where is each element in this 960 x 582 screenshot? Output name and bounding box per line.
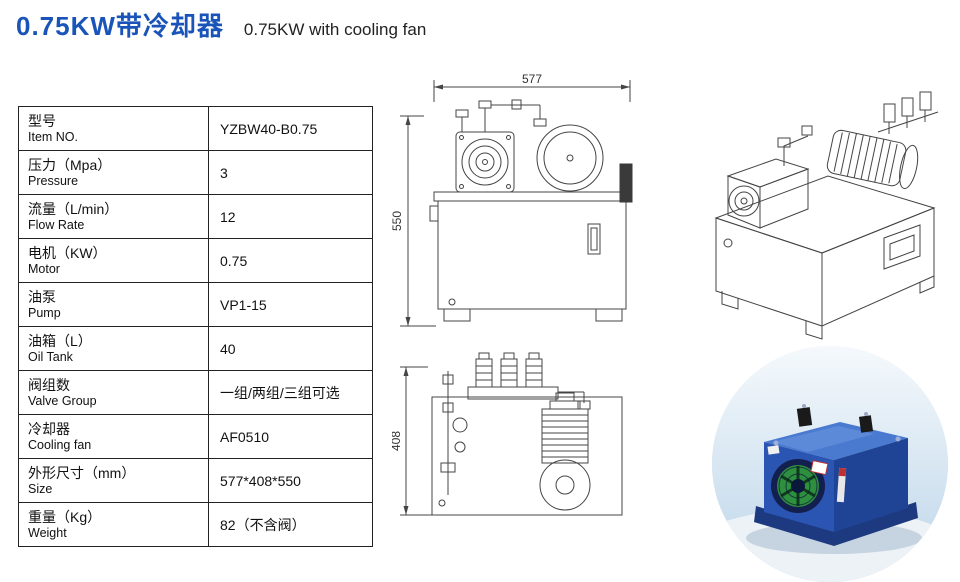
spec-label-en: Flow Rate	[28, 218, 85, 233]
spec-value: 0.75	[208, 238, 373, 283]
spec-value: 577*408*550	[208, 458, 373, 503]
table-row: 外形尺寸（mm）Size 577*408*550	[18, 458, 373, 503]
spec-label-en: Item NO.	[28, 130, 79, 145]
product-photo	[712, 346, 948, 582]
spec-value: 40	[208, 326, 373, 371]
table-row: 压力（Mpa）Pressure 3	[18, 150, 373, 195]
spec-label-en: Cooling fan	[28, 438, 92, 453]
spec-label-cn: 阀组数	[28, 376, 70, 393]
spec-value: 3	[208, 150, 373, 195]
spec-label-en: Pump	[28, 306, 61, 321]
page-title-english: 0.75KW with cooling fan	[243, 20, 427, 39]
spec-label-cn: 重量（Kg）	[28, 508, 102, 525]
spec-label-en: Valve Group	[28, 394, 97, 409]
spec-value: YZBW40-B0.75	[208, 106, 373, 151]
table-row: 电机（KW）Motor 0.75	[18, 238, 373, 283]
spec-label-en: Size	[28, 482, 53, 497]
isometric-drawing	[714, 91, 939, 340]
front-height-dimension: 550	[392, 211, 404, 231]
page-header: 0.75KW带冷却器 0.75KW with cooling fan	[16, 6, 426, 43]
table-row: 重量（Kg）Weight 82（不含阀）	[18, 502, 373, 547]
spec-label-cn: 外形尺寸（mm）	[28, 464, 136, 481]
spec-label-cn: 冷却器	[28, 420, 70, 437]
table-row: 油箱（L）Oil Tank 40	[18, 326, 373, 371]
table-row: 流量（L/min）Flow Rate 12	[18, 194, 373, 239]
spec-label-en: Motor	[28, 262, 60, 277]
spec-label-cn: 流量（L/min）	[28, 200, 119, 217]
spec-value: 82（不含阀）	[208, 502, 373, 547]
spec-label-cn: 油泵	[28, 288, 56, 305]
rear-view-drawing: 408	[392, 352, 623, 516]
cooling-fan-photo-illustration	[712, 346, 948, 582]
spec-label-cn: 压力（Mpa）	[28, 156, 112, 173]
spec-value: VP1-15	[208, 282, 373, 327]
spec-label-cn: 电机（KW）	[28, 244, 107, 261]
spec-label-cn: 油箱（L）	[28, 332, 92, 349]
spec-label-en: Weight	[28, 526, 67, 541]
spec-value: 12	[208, 194, 373, 239]
front-width-dimension: 577	[522, 74, 542, 86]
spec-label-en: Oil Tank	[28, 350, 73, 365]
spec-value: 一组/两组/三组可选	[208, 370, 373, 415]
spec-value: AF0510	[208, 414, 373, 459]
spec-label-cn: 型号	[28, 112, 56, 129]
spec-label-en: Pressure	[28, 174, 79, 189]
front-view-drawing: 577 550	[392, 74, 633, 327]
rear-depth-dimension: 408	[392, 431, 403, 451]
page-title-chinese: 0.75KW带冷却器	[16, 11, 224, 41]
